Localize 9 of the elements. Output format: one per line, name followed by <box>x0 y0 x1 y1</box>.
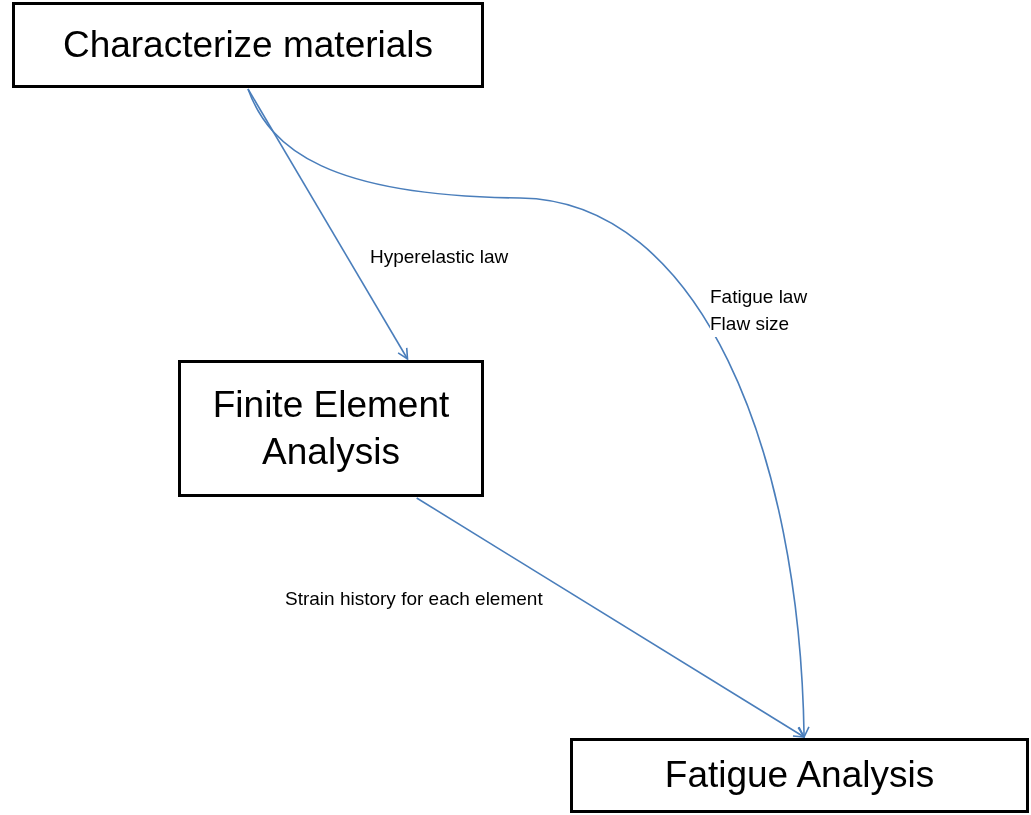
arrow <box>247 88 409 360</box>
process-box <box>570 738 1029 813</box>
box-label: Finite Element Analysis <box>211 383 451 474</box>
arrow <box>247 88 810 738</box>
box-label: Characterize materials <box>62 22 434 67</box>
box-label: Fatigue Analysis <box>664 753 935 798</box>
arrow <box>415 497 805 738</box>
process-box <box>178 360 484 497</box>
process-box <box>12 2 484 88</box>
